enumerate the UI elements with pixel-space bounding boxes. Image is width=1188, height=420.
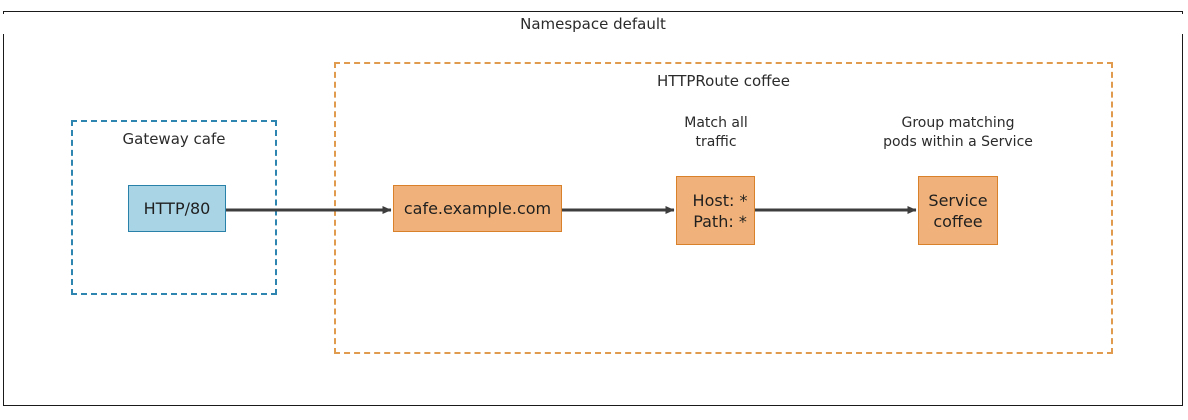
namespace-title: Namespace default bbox=[3, 14, 1183, 34]
node-listener-label: HTTP/80 bbox=[143, 199, 211, 218]
httproute-group-title: HTTPRoute coffee bbox=[657, 72, 790, 90]
gateway-group-title: Gateway cafe bbox=[122, 130, 226, 148]
httproute-group-box bbox=[334, 62, 1113, 354]
caption-service-line2: pods within a Service bbox=[883, 134, 1033, 150]
caption-group-matching-pods: Group matching pods within a Service bbox=[873, 114, 1043, 152]
node-hostname[interactable]: cafe.example.com bbox=[393, 185, 562, 232]
caption-match-all-traffic: Match all traffic bbox=[641, 114, 791, 152]
caption-match-line2: traffic bbox=[695, 134, 737, 150]
caption-match-line1: Match all bbox=[684, 115, 748, 131]
node-match-rules[interactable]: Host: * Path: * bbox=[676, 176, 755, 245]
node-listener-http80[interactable]: HTTP/80 bbox=[128, 185, 226, 232]
node-service-coffee[interactable]: Service coffee bbox=[918, 176, 998, 245]
node-hostname-label: cafe.example.com bbox=[403, 199, 552, 218]
node-service-name-label: coffee bbox=[933, 211, 983, 231]
gateway-group-box bbox=[71, 120, 277, 295]
caption-service-line1: Group matching bbox=[901, 115, 1015, 131]
node-match-host-label: Host: * bbox=[692, 190, 748, 210]
node-match-path-label: Path: * bbox=[693, 211, 747, 231]
node-service-kind-label: Service bbox=[928, 190, 988, 210]
